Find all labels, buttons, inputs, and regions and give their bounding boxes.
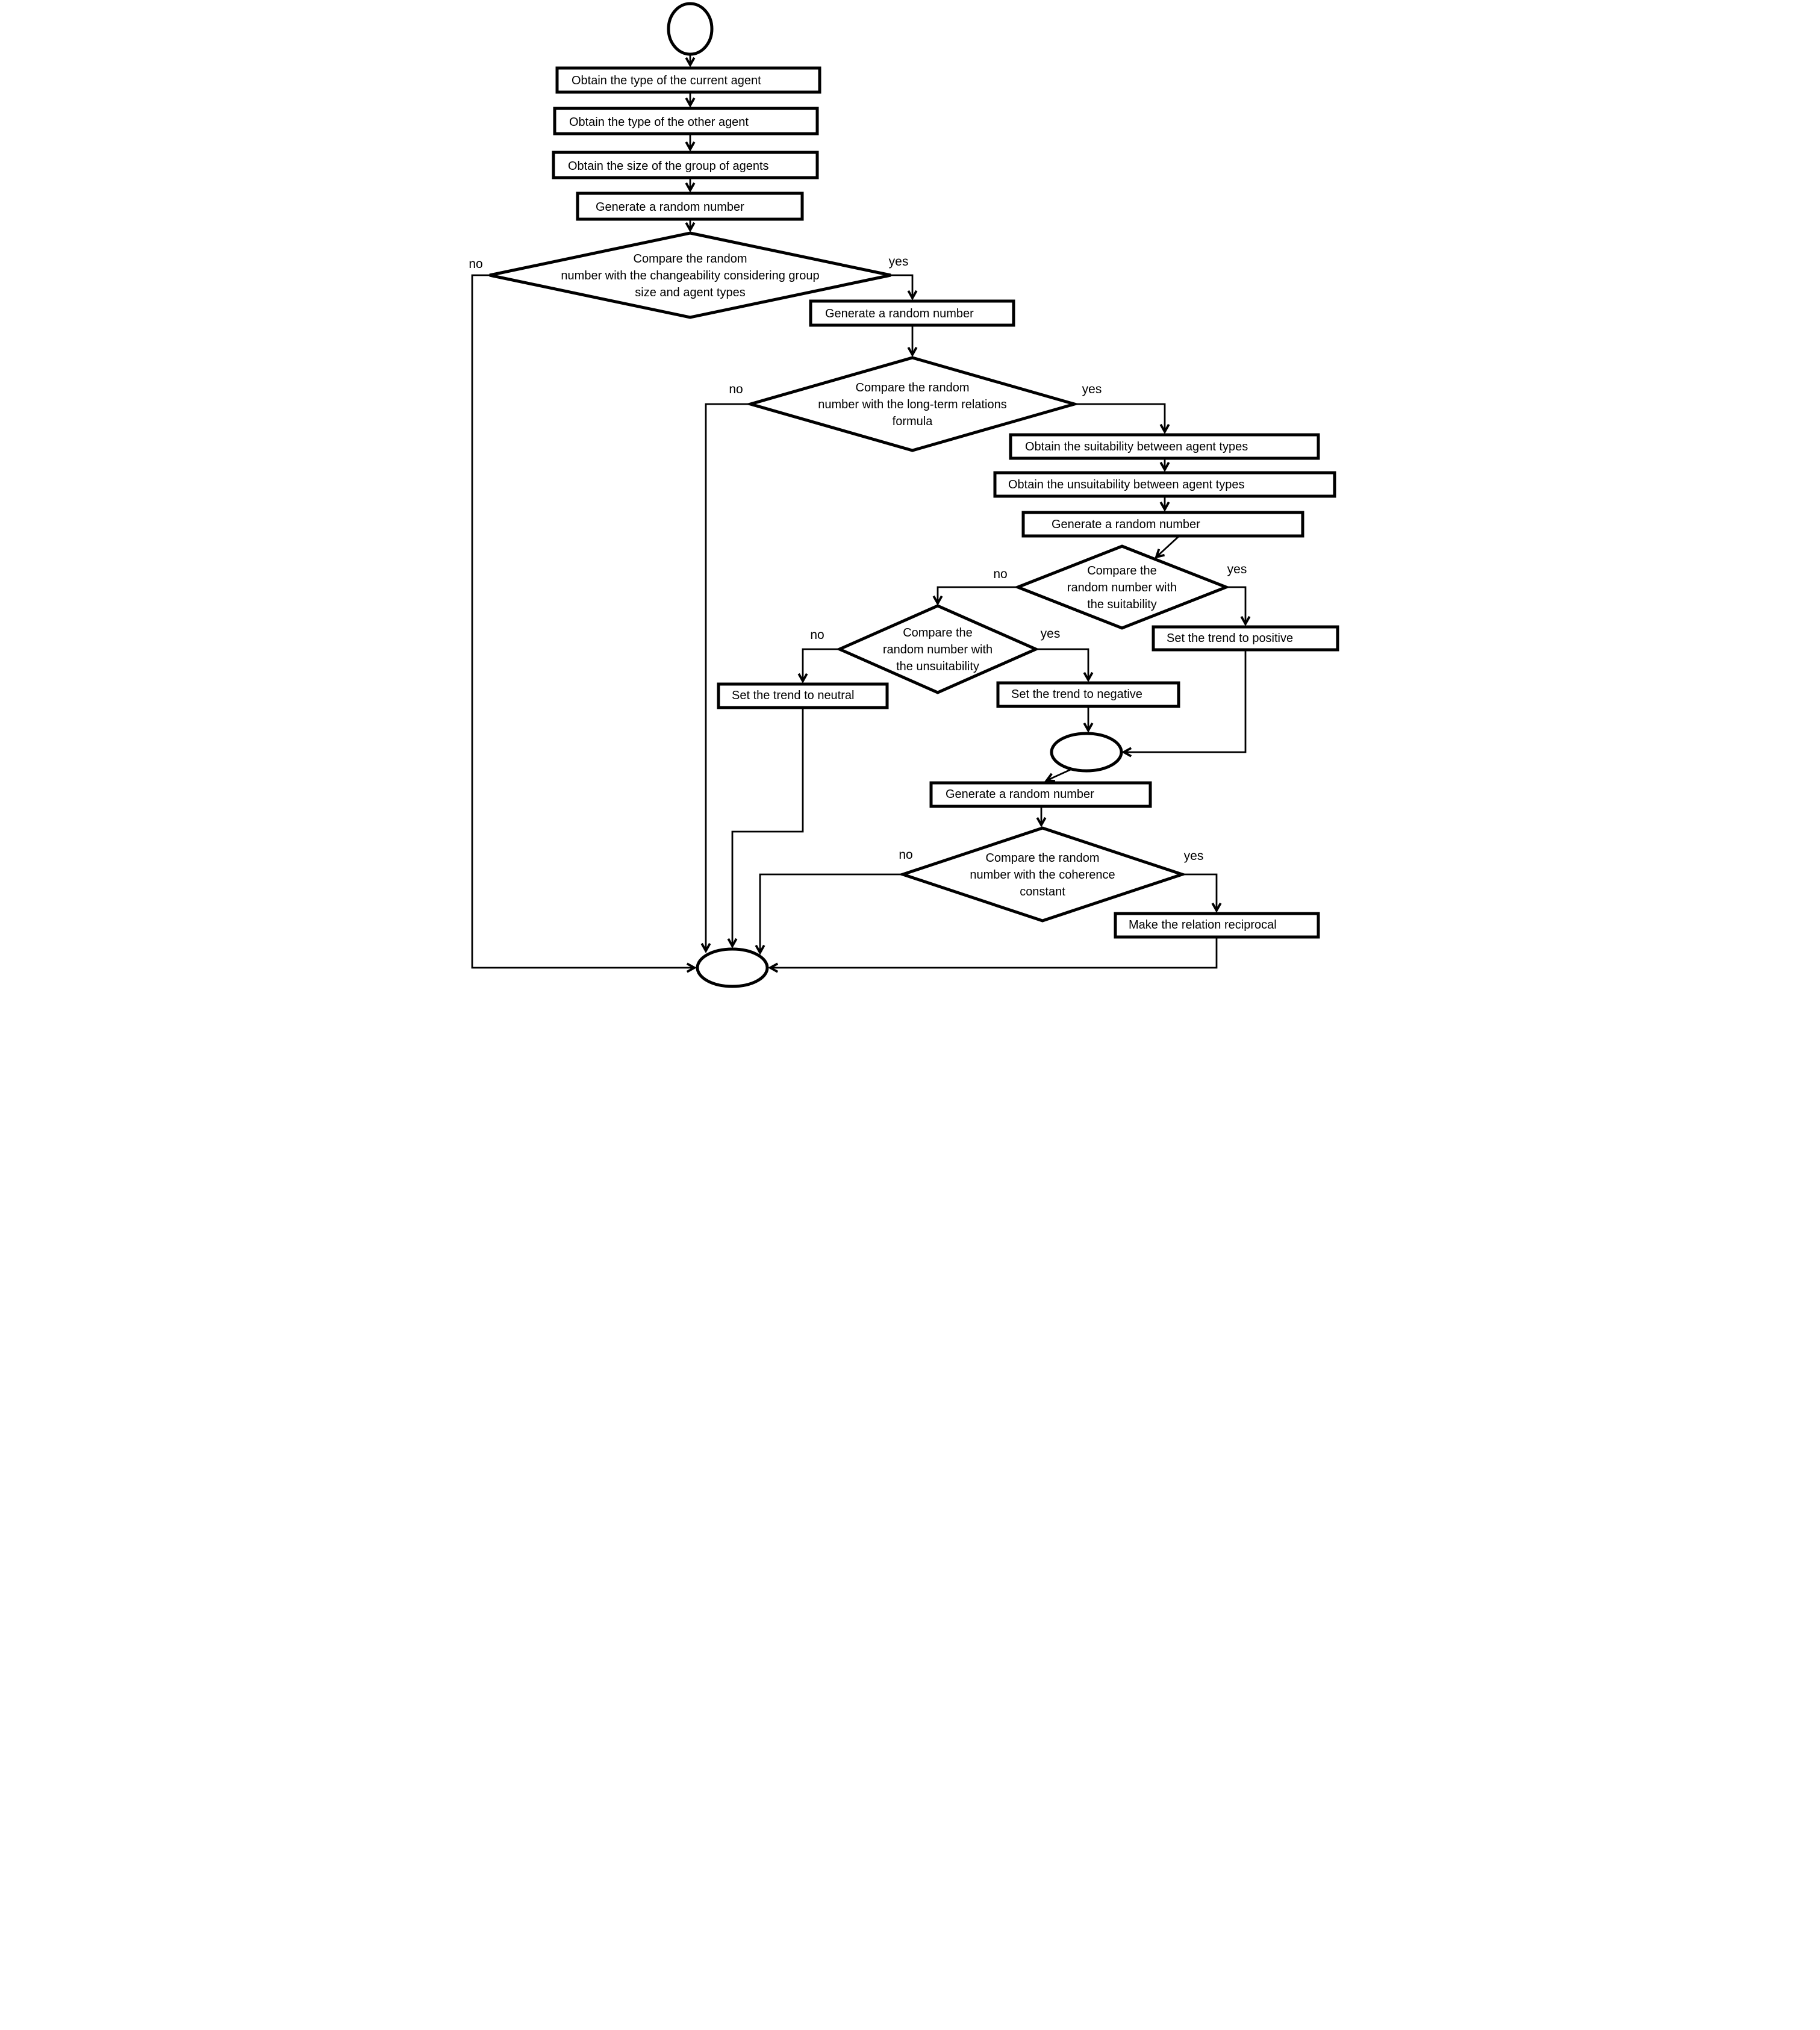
flowchart-canvas: Obtain the type of the current agent Obt… (455, 0, 1365, 1015)
edge-p13-to-end (767, 937, 1217, 973)
edge-d5-yes-to-p13 (1182, 873, 1221, 913)
decision-suitability-line1: Compare the (1087, 564, 1157, 578)
edge-d4-yes-to-p11 (1035, 648, 1093, 682)
process-generate-random-1-label: Generate a random number (596, 201, 744, 214)
decision-coherence-constant-line2: number with the coherence (970, 868, 1115, 882)
label-d1-no: no (469, 257, 482, 271)
process-set-trend-neutral-label: Set the trend to neutral (732, 689, 854, 702)
process-obtain-current-agent-type-label: Obtain the type of the current agent (572, 74, 761, 87)
edge-d3-yes-to-p9 (1226, 586, 1250, 626)
decision-suitability (1013, 544, 1230, 630)
edge-p8-to-d3 (1154, 535, 1180, 559)
nodes: Obtain the type of the current agent Obt… (488, 2, 1339, 988)
edge-p10-to-end (727, 708, 803, 948)
decision-unsuitability (835, 604, 1039, 694)
decision-coherence-constant-line1: Compare the random (985, 852, 1099, 865)
process-set-trend-negative-label: Set the trend to negative (1011, 688, 1142, 701)
label-d2-yes: yes (1082, 382, 1102, 396)
process-obtain-suitability (1009, 433, 1320, 460)
edge-d4-no-to-p10 (797, 648, 840, 683)
agent-relation-flowchart: Obtain the type of the current agent Obt… (455, 0, 1365, 1015)
label-d5-yes: yes (1183, 849, 1203, 863)
edge-join-to-p12 (1044, 767, 1074, 783)
process-set-trend-positive-label: Set the trend to positive (1167, 632, 1293, 645)
decision-long-term-relations-line3: formula (892, 415, 933, 428)
process-obtain-unsuitability (993, 471, 1336, 498)
edge-d1-no-to-end (471, 274, 697, 973)
edges (471, 54, 1250, 973)
process-generate-random-4-label: Generate a random number (946, 788, 1094, 801)
label-d5-no: no (899, 848, 912, 862)
decision-changeability-line1: Compare the random (633, 252, 747, 266)
decision-unsuitability-line3: the unsuitability (896, 660, 979, 673)
process-generate-random-1 (576, 191, 803, 221)
label-d4-yes: yes (1040, 627, 1060, 641)
decision-coherence-constant-line3: constant (1020, 885, 1065, 898)
process-obtain-other-agent-type (553, 107, 818, 135)
edge-d5-no-to-end (755, 873, 903, 955)
decision-unsuitability-line2: random number with (882, 643, 992, 656)
decision-long-term-relations-line1: Compare the random (855, 381, 969, 394)
join-connector-node (1050, 732, 1123, 773)
process-generate-random-4 (929, 781, 1152, 808)
process-obtain-suitability-label: Obtain the suitability between agent typ… (1025, 440, 1248, 453)
process-obtain-unsuitability-label: Obtain the unsuitability between agent t… (1008, 478, 1244, 491)
process-set-trend-positive (1152, 625, 1339, 652)
decision-coherence-constant (897, 826, 1187, 923)
process-obtain-other-agent-type-label: Obtain the type of the other agent (569, 116, 749, 129)
decision-changeability-line3: size and agent types (635, 286, 745, 299)
label-d2-no: no (729, 382, 743, 396)
edge-d2-no-to-end (700, 403, 750, 953)
process-generate-random-3 (1021, 511, 1304, 538)
process-make-relation-reciprocal (1114, 912, 1320, 939)
edge-d2-yes-to-p6 (1074, 403, 1170, 434)
process-obtain-current-agent-type (555, 66, 821, 94)
decision-long-term-relations-line2: number with the long-term relations (818, 398, 1006, 411)
process-set-trend-neutral (717, 682, 888, 709)
label-d3-no: no (993, 567, 1007, 581)
decision-long-term-relations (744, 356, 1080, 452)
decision-suitability-line3: the suitability (1087, 598, 1157, 611)
edge-d1-yes-to-p5 (890, 274, 917, 300)
process-generate-random-2-label: Generate a random number (825, 307, 974, 320)
label-d3-yes: yes (1227, 562, 1247, 576)
decision-unsuitability-line1: Compare the (903, 626, 973, 640)
decision-suitability-line2: random number with (1067, 581, 1176, 594)
process-set-trend-negative (996, 681, 1180, 708)
process-make-relation-reciprocal-label: Make the relation reciprocal (1129, 918, 1277, 932)
end-node (696, 947, 768, 988)
process-generate-random-3-label: Generate a random number (1052, 518, 1200, 531)
process-obtain-group-size-label: Obtain the size of the group of agents (568, 160, 769, 173)
edge-p9-to-join (1121, 650, 1246, 758)
label-d1-yes: yes (888, 255, 908, 269)
label-d4-no: no (810, 628, 824, 642)
decision-changeability (488, 231, 891, 319)
decision-changeability-line2: number with the changeability considerin… (561, 269, 819, 282)
branch-labels: no yes no yes no yes no yes no yes (469, 255, 1247, 863)
start-node (667, 2, 713, 56)
edge-d3-no-to-d4 (932, 586, 1017, 606)
process-obtain-group-size (552, 151, 818, 179)
process-generate-random-2 (809, 299, 1015, 327)
